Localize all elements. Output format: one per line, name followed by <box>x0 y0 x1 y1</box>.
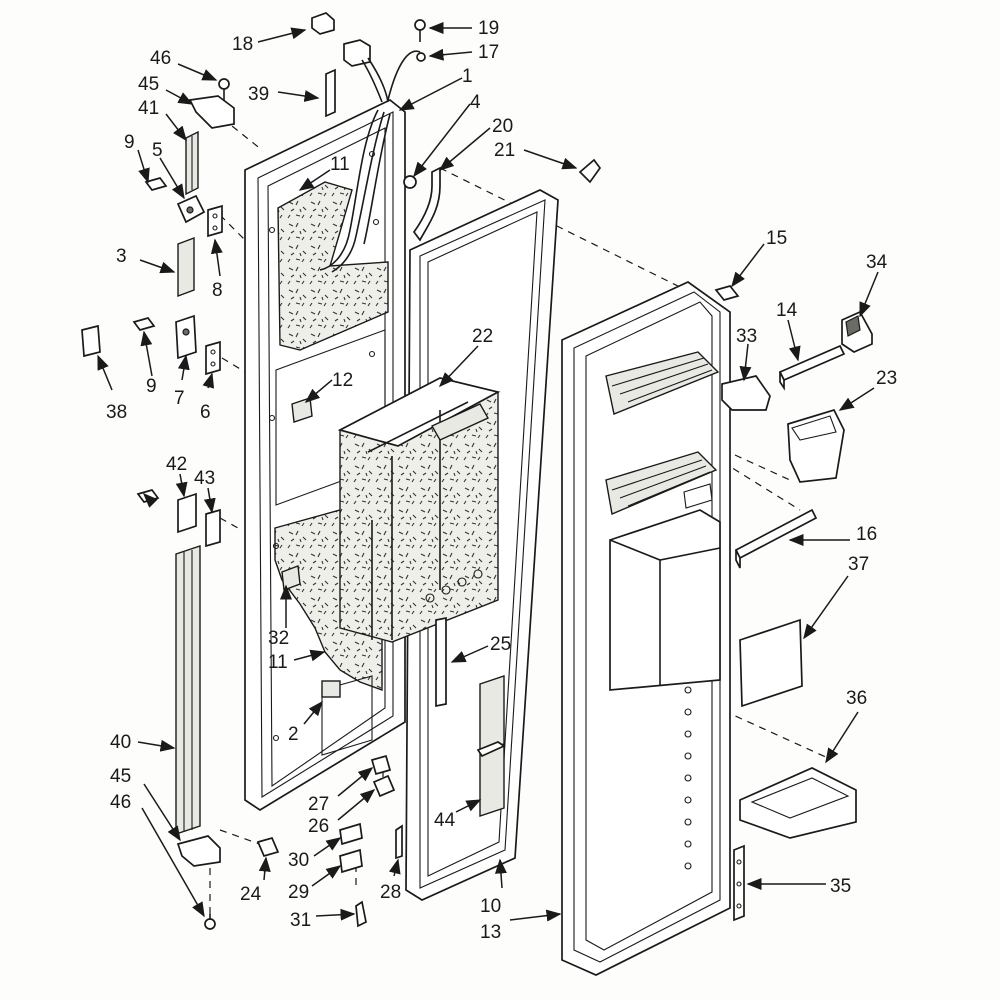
callout-1: 1 <box>462 66 473 87</box>
callout-9-mid: 9 <box>146 376 157 397</box>
callout-13: 13 <box>480 922 501 943</box>
callout-25: 25 <box>490 634 511 655</box>
callout-40: 40 <box>110 732 131 753</box>
callout-28: 28 <box>380 882 401 903</box>
callout-16: 16 <box>856 524 877 545</box>
callout-5: 5 <box>152 140 163 161</box>
callout-12: 12 <box>332 370 353 391</box>
callout-38: 38 <box>106 402 127 423</box>
dispenser-housing <box>337 377 501 643</box>
right-small-parts <box>714 285 873 922</box>
callout-46-bottom: 46 <box>110 792 131 813</box>
callout-19: 19 <box>478 18 499 39</box>
callout-8: 8 <box>212 280 223 301</box>
top-small-parts <box>218 12 602 242</box>
callout-2: 2 <box>288 724 299 745</box>
rail-39 <box>325 68 336 118</box>
bottom-small-parts <box>256 754 403 928</box>
callout-45-top: 45 <box>138 74 159 95</box>
callout-18: 18 <box>232 34 253 55</box>
callout-11-upper: 11 <box>330 154 350 175</box>
callout-37: 37 <box>848 554 869 575</box>
callout-4: 4 <box>470 92 481 113</box>
callout-29: 29 <box>288 882 309 903</box>
upper-foam-insulation <box>277 181 389 351</box>
left-hinge-parts <box>81 95 235 930</box>
callout-41: 41 <box>138 98 159 119</box>
callout-7: 7 <box>174 388 185 409</box>
callout-31: 31 <box>290 910 311 931</box>
callout-labels: 18 19 17 1 4 20 21 46 45 39 41 9 5 11 3 … <box>106 18 897 943</box>
callout-32: 32 <box>268 628 289 649</box>
callout-36: 36 <box>846 688 867 709</box>
callout-45-bottom: 45 <box>110 766 131 787</box>
callout-27: 27 <box>308 794 329 815</box>
callout-11-lower: 11 <box>268 652 288 673</box>
callout-24: 24 <box>240 884 262 905</box>
callout-17: 17 <box>478 42 499 63</box>
callout-20: 20 <box>492 116 513 137</box>
inner-dispenser-door <box>561 281 731 976</box>
tube-and-blocks <box>435 616 506 817</box>
callout-21: 21 <box>494 140 515 161</box>
outer-door-panel <box>244 99 406 812</box>
callout-3: 3 <box>116 246 127 267</box>
callout-26: 26 <box>308 816 329 837</box>
lower-clip <box>321 680 341 698</box>
callout-33: 33 <box>736 326 757 347</box>
callout-15: 15 <box>766 228 787 249</box>
callout-14: 14 <box>776 300 798 321</box>
callout-6: 6 <box>200 402 211 423</box>
callout-30: 30 <box>288 850 309 871</box>
callout-23: 23 <box>876 368 897 389</box>
callout-44: 44 <box>434 810 456 831</box>
callout-9-top: 9 <box>124 132 135 153</box>
callout-34: 34 <box>866 252 888 273</box>
clip-12 <box>291 397 313 423</box>
callout-22: 22 <box>472 326 493 347</box>
clip-32 <box>281 565 301 591</box>
callout-39: 39 <box>248 84 269 105</box>
callout-42: 42 <box>166 454 187 475</box>
callout-35: 35 <box>830 876 851 897</box>
callout-43: 43 <box>194 468 215 489</box>
callout-46-top: 46 <box>150 48 171 69</box>
callout-leaders <box>97 22 879 922</box>
callout-10: 10 <box>480 896 501 917</box>
